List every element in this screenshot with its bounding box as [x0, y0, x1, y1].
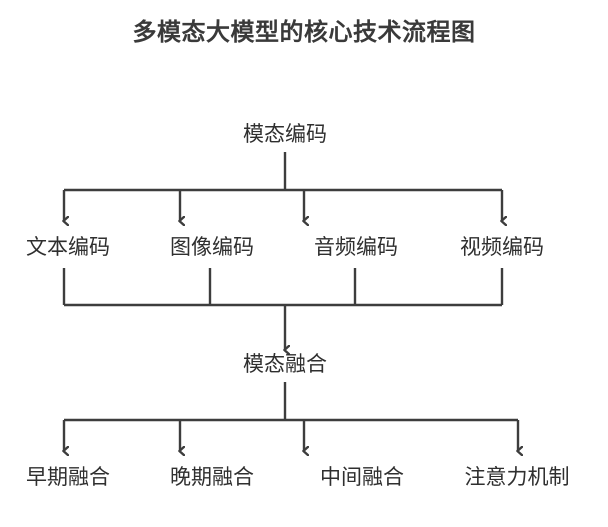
node-intermediate-fusion[interactable]: 中间融合: [320, 466, 404, 489]
node-early-fusion[interactable]: 早期融合: [26, 466, 110, 489]
page-title: 多模态大模型的核心技术流程图: [132, 19, 476, 46]
node-video-encoding[interactable]: 视频编码: [460, 236, 544, 259]
node-late-fusion[interactable]: 晚期融合: [170, 466, 254, 489]
node-audio-encoding[interactable]: 音频编码: [314, 236, 398, 259]
node-attention-mechanism[interactable]: 注意力机制: [464, 466, 570, 489]
node-text-encoding[interactable]: 文本编码: [26, 236, 110, 259]
node-image-encoding[interactable]: 图像编码: [170, 236, 254, 259]
node-modal-encoding[interactable]: 模态编码: [243, 123, 327, 146]
node-modal-fusion[interactable]: 模态融合: [243, 353, 327, 376]
